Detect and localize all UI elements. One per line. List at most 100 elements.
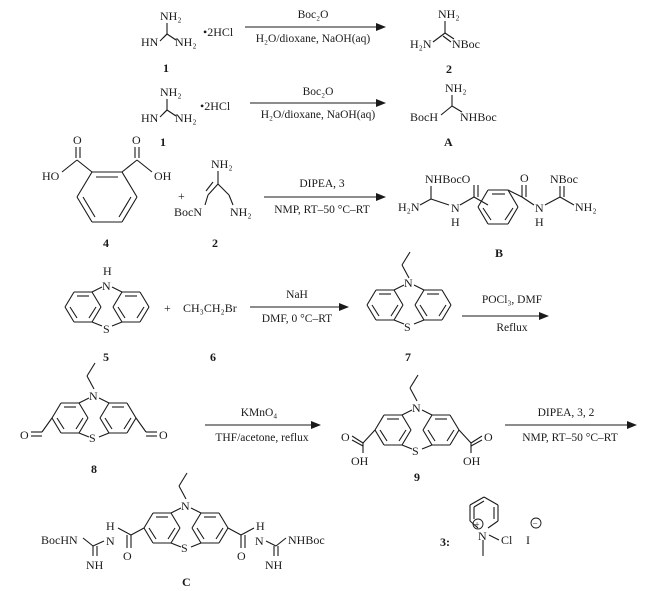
bond — [422, 429, 433, 446]
bond — [121, 196, 138, 223]
bond — [401, 264, 410, 279]
bond — [135, 417, 147, 433]
oxygen-label: O — [73, 133, 82, 147]
compound-number: C — [182, 575, 191, 589]
bond — [401, 409, 413, 416]
bond — [444, 32, 455, 40]
bond — [482, 207, 492, 221]
compound-number: 2 — [446, 62, 452, 76]
amino-label: NH₂ — [445, 81, 467, 95]
bond — [56, 417, 65, 430]
amino-label: NH₂ — [175, 35, 197, 49]
imino-label: HN — [141, 35, 159, 49]
bond — [217, 183, 230, 196]
bond — [205, 181, 214, 192]
bond — [166, 109, 177, 117]
bond — [401, 251, 411, 266]
compound-number: 6 — [210, 350, 216, 364]
bond — [196, 527, 205, 540]
nhboc-label: NHBocO — [425, 172, 471, 186]
bond — [409, 374, 419, 389]
plus-sign: + — [178, 189, 185, 203]
bond — [98, 397, 110, 404]
reagent-label: Boc₂O — [298, 9, 329, 21]
amino-label: NH₂ — [175, 111, 197, 125]
compound-B: NHBocO H₂N N H O N H NBoc NH₂ B — [398, 171, 597, 260]
conditions-label: THF/acetone, reflux — [215, 432, 308, 444]
compound-A: NH₂ BocH NHBoc A — [410, 81, 497, 149]
bond — [414, 304, 425, 321]
bond — [76, 196, 93, 223]
reaction-arrow-6: KMnO₄ THF/acetone, reflux — [205, 407, 321, 444]
nitrogen-label: N — [102, 279, 111, 293]
nitrogen-label: N — [451, 201, 460, 215]
bond — [401, 429, 412, 446]
amino-label: NH₂ — [211, 157, 233, 171]
reaction-arrow-2: Boc₂O H₂O/dioxane, NaOH(aq) — [250, 86, 386, 121]
bond — [421, 409, 433, 416]
bond — [162, 109, 168, 115]
compound-number: 1 — [160, 135, 166, 149]
nitrogen-label: N — [535, 201, 544, 215]
reagent-label: NaH — [286, 289, 308, 301]
compound-C: N S O N H BocHN NH O N H NHBoc NH C — [41, 472, 325, 589]
compound-number: 8 — [91, 462, 97, 476]
bond — [121, 171, 138, 198]
salt-label: •2HCl — [203, 25, 234, 39]
reagent-label: KMnO₄ — [241, 407, 278, 419]
compound-number: A — [444, 135, 453, 149]
bond — [422, 414, 433, 431]
bond — [126, 417, 137, 434]
sulfur-label: S — [181, 541, 188, 555]
bond — [76, 171, 93, 198]
conditions-label: NMP, RT–50 °C–RT — [522, 432, 618, 444]
amino-label: NH₂ — [160, 85, 182, 99]
bond — [82, 196, 96, 218]
compound-number: 1 — [163, 61, 169, 75]
compound-number: 5 — [103, 350, 109, 364]
bond — [139, 291, 150, 308]
hydrogen-label: H — [535, 215, 544, 229]
bond — [111, 321, 123, 327]
bond — [91, 321, 103, 327]
bond — [61, 159, 78, 173]
bond — [99, 402, 110, 419]
bond — [76, 159, 93, 173]
reaction-arrow-1: Boc₂O H₂O/dioxane, NaOH(aq) — [245, 9, 386, 45]
bond — [170, 507, 182, 514]
conditions-label: DMF, 0 °C–RT — [262, 313, 332, 325]
oxygen-label: O — [520, 171, 529, 185]
bond — [78, 432, 90, 438]
bond — [159, 33, 168, 42]
plus-sign: + — [164, 301, 171, 315]
bond — [483, 496, 499, 506]
bond — [419, 198, 432, 206]
bond — [371, 304, 380, 317]
bond — [64, 291, 75, 308]
positive-charge-label: + — [475, 520, 480, 530]
compound-8: O O N S 8 — [20, 362, 168, 476]
bond — [504, 207, 514, 221]
bond — [99, 417, 110, 434]
bond — [366, 304, 377, 321]
bond — [166, 33, 177, 41]
bond — [265, 540, 277, 547]
bond — [544, 196, 561, 206]
bond — [393, 319, 405, 325]
bond — [470, 439, 483, 447]
bond — [419, 304, 428, 317]
bond — [86, 375, 95, 390]
bond — [507, 189, 519, 208]
bond — [92, 540, 105, 547]
bond — [414, 289, 425, 306]
bond — [112, 306, 123, 323]
bond — [51, 402, 62, 419]
bond — [430, 198, 450, 206]
oxygen-label: O — [484, 430, 493, 444]
bond — [139, 306, 150, 323]
bond — [477, 189, 489, 208]
bond — [374, 429, 385, 446]
bond — [112, 291, 123, 308]
reagent-label: DIPEA, 3 — [299, 178, 345, 190]
